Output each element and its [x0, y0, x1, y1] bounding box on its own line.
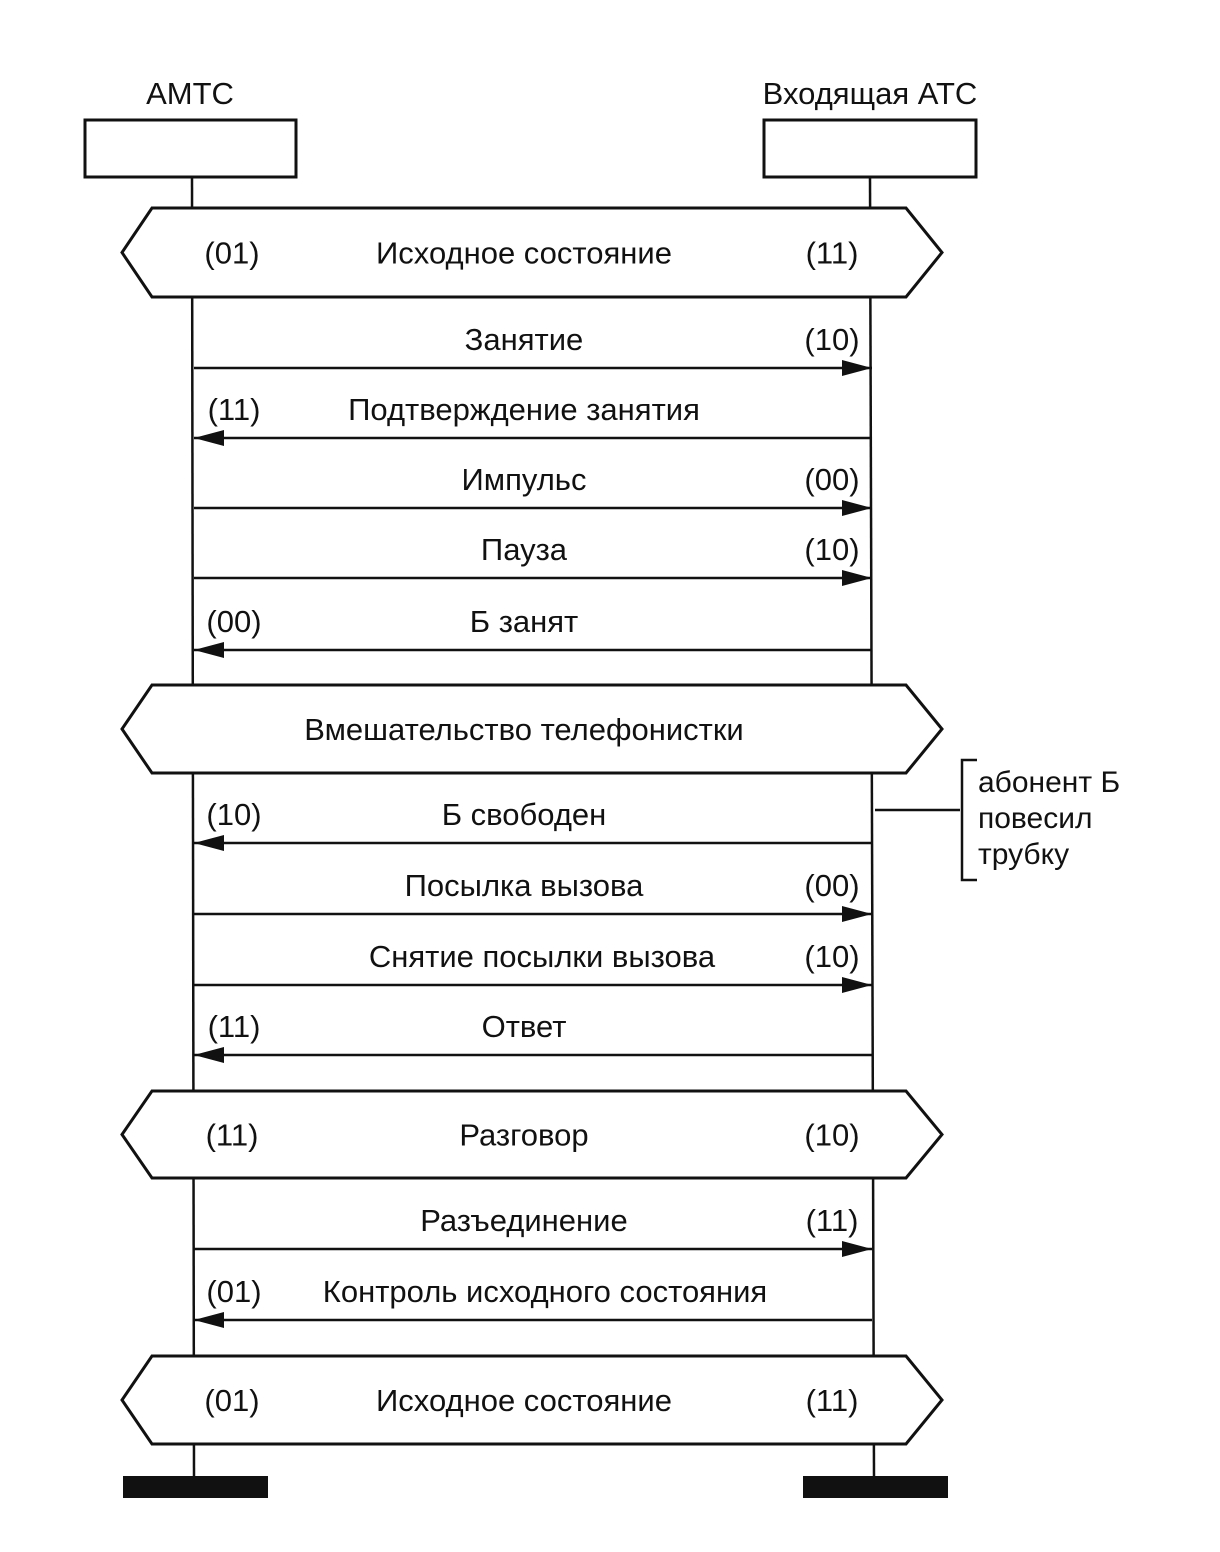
message: (10) Пауза: [194, 532, 872, 586]
lifeline-right-end: [803, 1476, 948, 1498]
message-label: Посылка вызова: [405, 868, 644, 903]
message: (10) Занятие: [194, 322, 872, 376]
message: (00) Посылка вызова: [194, 868, 872, 922]
lifeline-right: [868, 176, 876, 1479]
annotation: абонент Б повесил трубку: [875, 758, 1120, 882]
lifeline-left-end: [123, 1476, 268, 1498]
participant-right-label: Входящая АТС: [763, 76, 978, 111]
message-code: (00): [804, 868, 859, 903]
message-label: Б свободен: [442, 797, 607, 832]
state-hexagon: [120, 1354, 944, 1446]
annotation-line-3: трубку: [978, 838, 1069, 871]
lifeline-left: [190, 176, 196, 1479]
state-hexagon: [120, 206, 944, 299]
message: (10) Снятие посылки вызова: [194, 939, 872, 993]
message: (11) Ответ: [194, 1009, 872, 1063]
message-label: Ответ: [482, 1009, 567, 1044]
participant-right-box: [762, 118, 978, 179]
state-label: Исходное состояние: [376, 1383, 672, 1418]
state-left-code: (11): [206, 1118, 259, 1153]
state-left-code: (01): [204, 1383, 259, 1418]
message-code: (10): [804, 322, 859, 357]
message-code: (10): [804, 939, 859, 974]
message-label: Занятие: [465, 322, 584, 357]
participant-left-label: АМТС: [146, 76, 234, 111]
message-code: (01): [206, 1274, 261, 1309]
message: (01) Контроль исходного состояния: [194, 1274, 872, 1328]
state-right-code: (11): [806, 1383, 859, 1418]
state-label: Вмешательство телефонистки: [304, 712, 743, 747]
state-right-code: (10): [804, 1118, 859, 1153]
state-right-code: (11): [806, 236, 859, 271]
message: (00) Б занят: [194, 604, 872, 658]
message-label: Разъединение: [420, 1203, 627, 1238]
message-code: (11): [208, 1009, 261, 1044]
message-code: (11): [208, 392, 261, 427]
message-code: (10): [804, 532, 859, 567]
message-code: (00): [804, 462, 859, 497]
annotation-bracket: [960, 758, 977, 882]
message-code: (00): [206, 604, 261, 639]
message-label: Импульс: [462, 462, 587, 497]
message-label: Подтверждение занятия: [348, 392, 700, 427]
message-label: Б занят: [470, 604, 579, 639]
message-label: Контроль исходного состояния: [323, 1274, 767, 1309]
message: (11) Подтверждение занятия: [194, 392, 872, 446]
state-hexagon: [120, 683, 944, 775]
state-label: Исходное состояние: [376, 236, 672, 271]
state-box: Исходное состояние (01) (11): [120, 206, 944, 299]
message: (11) Разъединение: [194, 1203, 872, 1257]
message-code: (11): [806, 1203, 859, 1238]
message-code: (10): [206, 797, 261, 832]
message-label: Пауза: [481, 532, 568, 567]
state-label: Разговор: [459, 1118, 588, 1153]
state-box: Вмешательство телефонистки: [120, 683, 944, 775]
state-box: Исходное состояние (01) (11): [120, 1354, 944, 1446]
message-label: Снятие посылки вызова: [369, 939, 716, 974]
participant-left-box: [83, 118, 298, 179]
message: (00) Импульс: [194, 462, 872, 516]
state-hexagon: [120, 1089, 944, 1180]
annotation-line-1: абонент Б: [978, 766, 1120, 799]
state-left-code: (01): [204, 236, 259, 271]
message: (10) Б свободен: [194, 797, 872, 851]
annotation-line-2: повесил: [978, 802, 1092, 835]
state-box: Разговор (11) (10): [120, 1089, 944, 1180]
